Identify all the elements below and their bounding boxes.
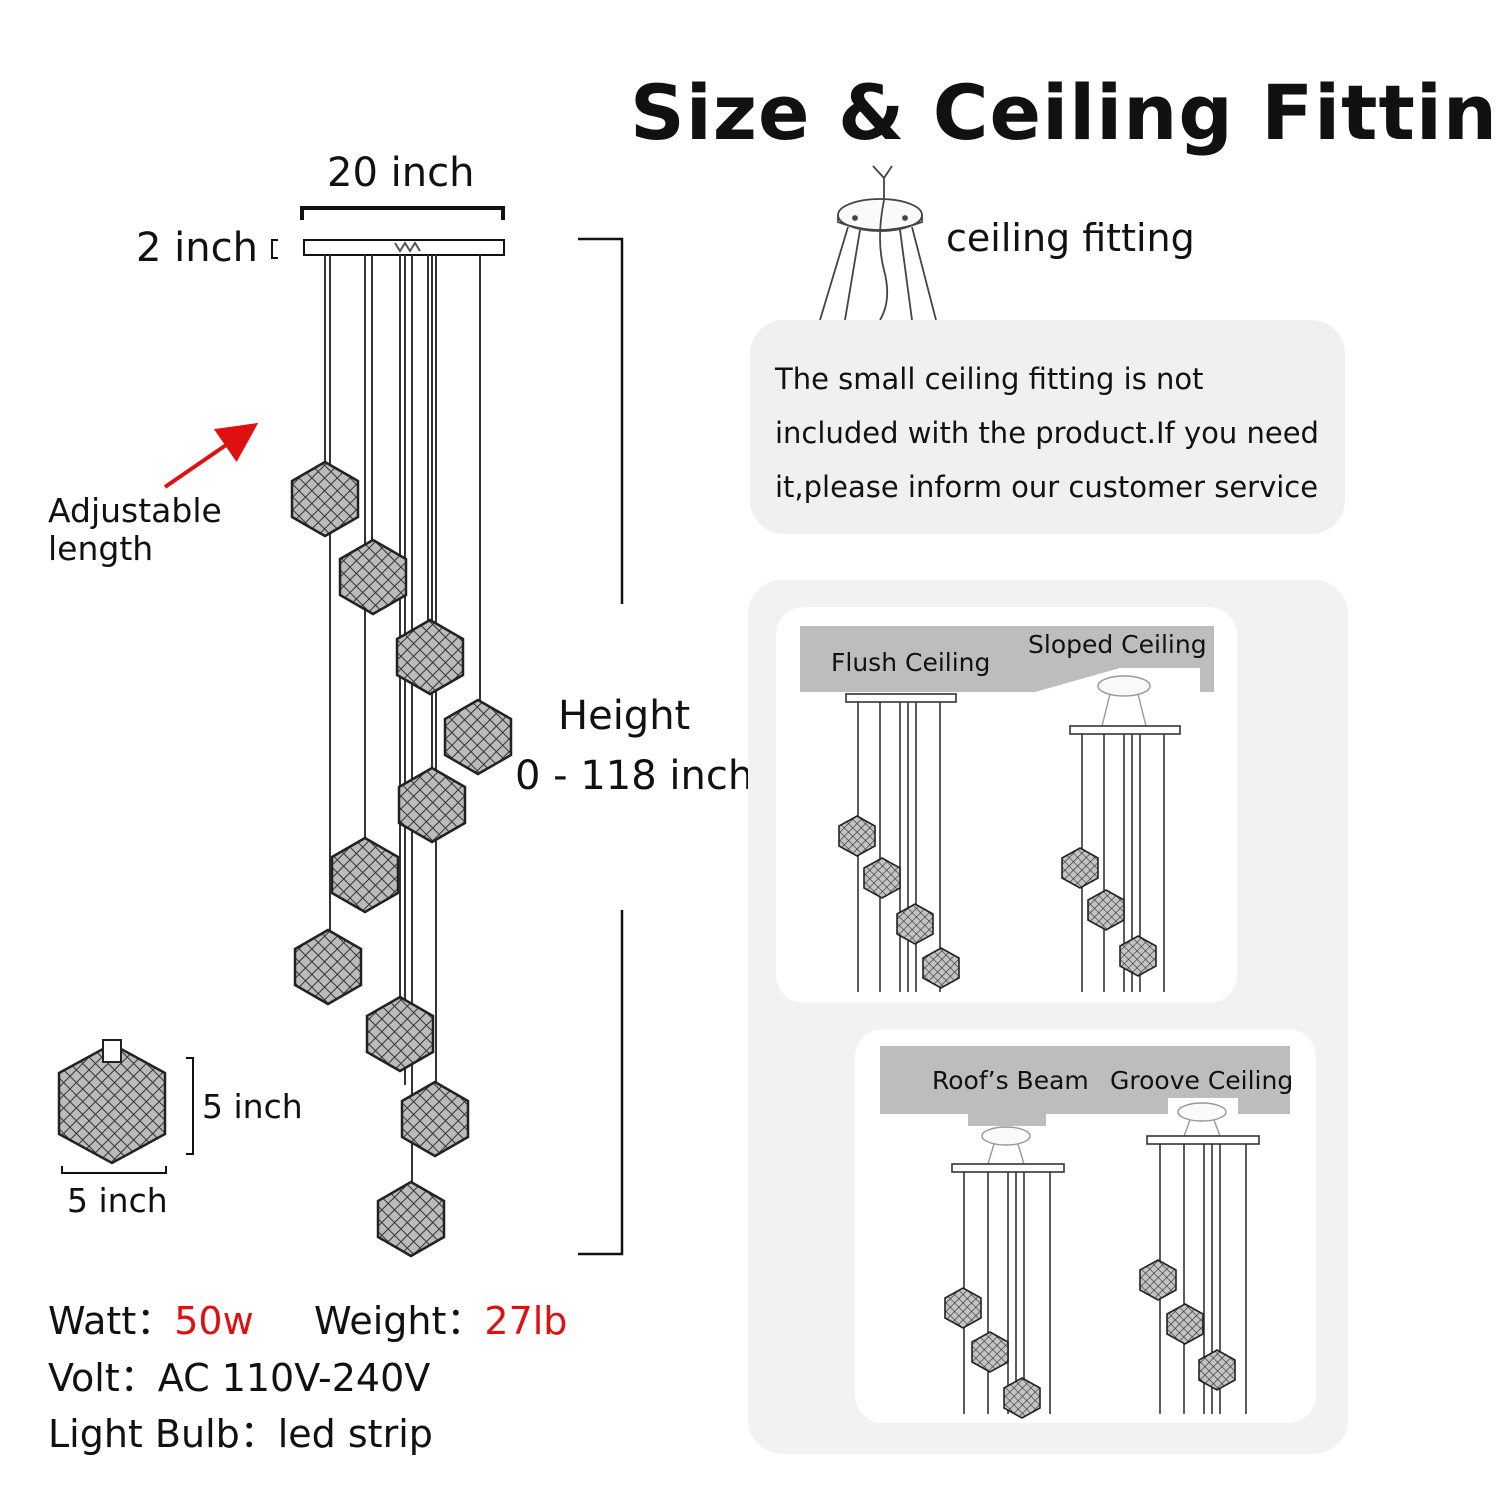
pendant [290,460,360,538]
bulb-label: Light Bulb： [48,1412,278,1456]
watt-value: 50w [174,1299,254,1343]
beam-ceiling-shape [880,1046,1290,1126]
weight-label: Weight： [314,1299,485,1343]
pendant [376,1180,446,1258]
pendant-height-label: 5 inch [202,1087,303,1126]
groove-ceiling-label: Groove Ceiling [1110,1066,1294,1095]
pendant-detail [57,1039,167,1165]
height-bracket-top [578,237,624,604]
page-title: Size & Ceiling Fitting [630,68,1500,157]
pendant-height-bracket [186,1057,194,1155]
adjustable-label: Adjustable length [48,491,222,568]
volt-value: AC 110V-240V [157,1356,431,1400]
width-bracket [300,206,505,220]
pendant [400,1080,470,1158]
pendant [397,766,467,844]
pendant-width-bracket [61,1166,167,1174]
height-bracket-bottom [578,910,624,1256]
pendant [365,995,435,1073]
watt-label: Watt： [48,1299,175,1343]
weight-value: 27lb [484,1299,568,1343]
ceiling-fitting-icon [819,165,937,321]
pendant [338,538,408,616]
height-range: 0 - 118 inch [515,753,754,799]
weight-spec: Weight：27lb [314,1290,567,1345]
flush-ceiling-label: Flush Ceiling [831,648,991,677]
pendant [330,836,400,914]
sloped-ceiling-label: Sloped Ceiling [1028,630,1207,659]
width-label: 20 inch [327,150,475,196]
pendant [395,618,465,696]
pendant [293,928,363,1006]
pendant-width-label: 5 inch [67,1181,168,1220]
thickness-tick [271,239,278,259]
bulb-spec: Light Bulb：led strip [48,1403,433,1458]
note-text: The small ceiling fitting is not include… [775,362,1319,504]
ceiling-fitting-label: ceiling fitting [946,216,1195,260]
height-label: Height [558,693,691,739]
note-panel [750,320,1345,534]
volt-label: Volt： [48,1356,158,1400]
flush-ceiling-shape [800,626,1214,692]
pendant [443,698,513,776]
watt-spec: Watt：50w [48,1290,254,1345]
thickness-label: 2 inch [136,225,258,271]
adjustable-arrow [163,422,259,489]
roof-beam-label: Roof’s Beam [932,1066,1089,1095]
bulb-value: led strip [277,1412,433,1456]
volt-spec: Volt：AC 110V-240V [48,1347,430,1402]
